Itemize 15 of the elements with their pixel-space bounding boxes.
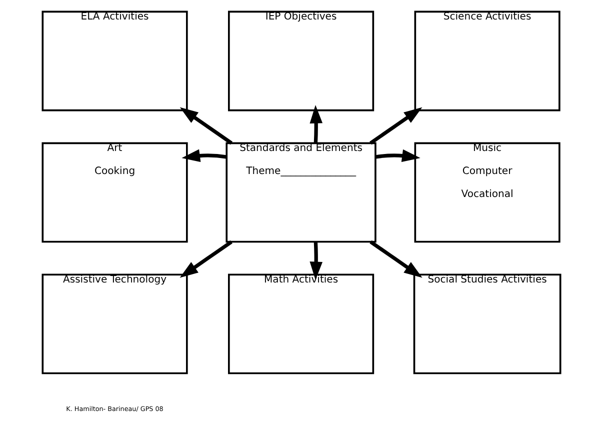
arrow bbox=[309, 105, 322, 144]
arrow bbox=[179, 107, 232, 145]
arrow bbox=[369, 240, 422, 278]
arrow bbox=[369, 107, 422, 145]
node-box: Art Cooking bbox=[41, 142, 188, 243]
arrow bbox=[309, 242, 322, 280]
node-box: Math Activities bbox=[228, 274, 374, 374]
node-box: Science Activities bbox=[414, 10, 560, 112]
node-box: Assistive Technology bbox=[41, 274, 188, 374]
node-box: Music Computer Vocational bbox=[414, 142, 560, 243]
arrow bbox=[374, 149, 420, 162]
node-box: Standards and Elements Theme_______________ bbox=[225, 142, 376, 243]
arrow bbox=[179, 240, 232, 278]
arrow bbox=[181, 149, 226, 162]
node-box: Social Studies Activities bbox=[412, 274, 561, 374]
